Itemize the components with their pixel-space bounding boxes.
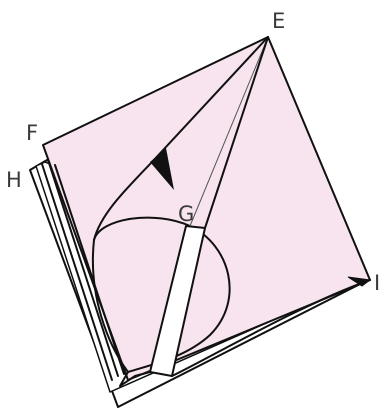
label-g: G xyxy=(178,202,194,226)
label-i: I xyxy=(374,271,380,295)
label-e: E xyxy=(272,9,285,33)
label-h: H xyxy=(6,168,22,192)
label-f: F xyxy=(26,121,38,145)
